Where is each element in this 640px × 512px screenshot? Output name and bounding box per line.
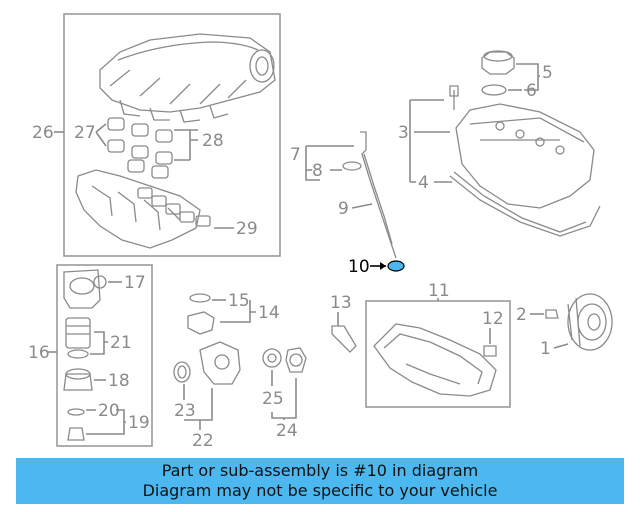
callout-11: 11 xyxy=(428,281,450,301)
group-box-26 xyxy=(63,13,281,257)
crank-pulley-group: 2 1 xyxy=(516,293,613,359)
bracket-13: 13 xyxy=(330,293,357,353)
intake-gaskets xyxy=(107,117,173,179)
lower-manifold-part xyxy=(75,169,211,249)
dipstick-group: 7 8 9 xyxy=(290,131,397,259)
group-box-16 xyxy=(56,264,153,447)
callout-2: 2 xyxy=(516,305,527,325)
callout-23: 23 xyxy=(174,401,196,421)
callout-4: 4 xyxy=(418,173,429,193)
callout-8: 8 xyxy=(312,161,323,181)
footer-notice: Part or sub-assembly is #10 in diagram D… xyxy=(16,458,624,504)
callout-16: 16 xyxy=(28,343,50,363)
callout-7: 7 xyxy=(290,145,301,165)
oil-filter-group: 16 17 21 18 20 19 xyxy=(28,264,153,447)
callout-29: 29 xyxy=(236,219,258,239)
oil-filler-cap-group: 5 6 xyxy=(481,50,553,101)
callout-10[interactable]: 10 xyxy=(348,257,370,277)
valve-cover-group: 3 4 xyxy=(398,85,601,237)
exploded-parts-diagram: 26 27 28 xyxy=(28,13,613,451)
callout-19: 19 xyxy=(128,413,150,433)
callout-28: 28 xyxy=(202,131,224,151)
callout-25: 25 xyxy=(262,389,284,409)
callout-24: 24 xyxy=(276,421,298,441)
callout-22: 22 xyxy=(192,431,214,451)
oil-pan-group: 11 12 xyxy=(365,281,511,408)
callout-17: 17 xyxy=(124,273,146,293)
callout-6: 6 xyxy=(526,81,537,101)
callout-9: 9 xyxy=(338,199,349,219)
o-ring-part-10[interactable] xyxy=(387,260,405,272)
callout-13: 13 xyxy=(330,293,352,313)
callout-21: 21 xyxy=(110,333,132,353)
callout-26: 26 xyxy=(32,123,54,143)
intake-manifold-group: 26 27 28 xyxy=(32,13,281,257)
callout-18: 18 xyxy=(108,371,130,391)
callout-5: 5 xyxy=(542,63,553,83)
highlighted-part-10[interactable]: 10 xyxy=(348,257,405,277)
callout-3: 3 xyxy=(398,123,409,143)
callout-20: 20 xyxy=(98,401,120,421)
footer-line-2: Diagram may not be specific to your vehi… xyxy=(142,481,498,500)
callout-27: 27 xyxy=(74,123,96,143)
callout-15: 15 xyxy=(228,291,250,311)
footer-line-1: Part or sub-assembly is #10 in diagram xyxy=(161,461,479,480)
water-outlet-group: 15 14 23 22 xyxy=(173,291,280,451)
intake-manifold-part xyxy=(99,33,276,123)
callout-1: 1 xyxy=(540,339,551,359)
callout-14: 14 xyxy=(258,303,280,323)
callout-12: 12 xyxy=(482,309,504,329)
thermostat-group: 25 24 xyxy=(262,347,307,441)
